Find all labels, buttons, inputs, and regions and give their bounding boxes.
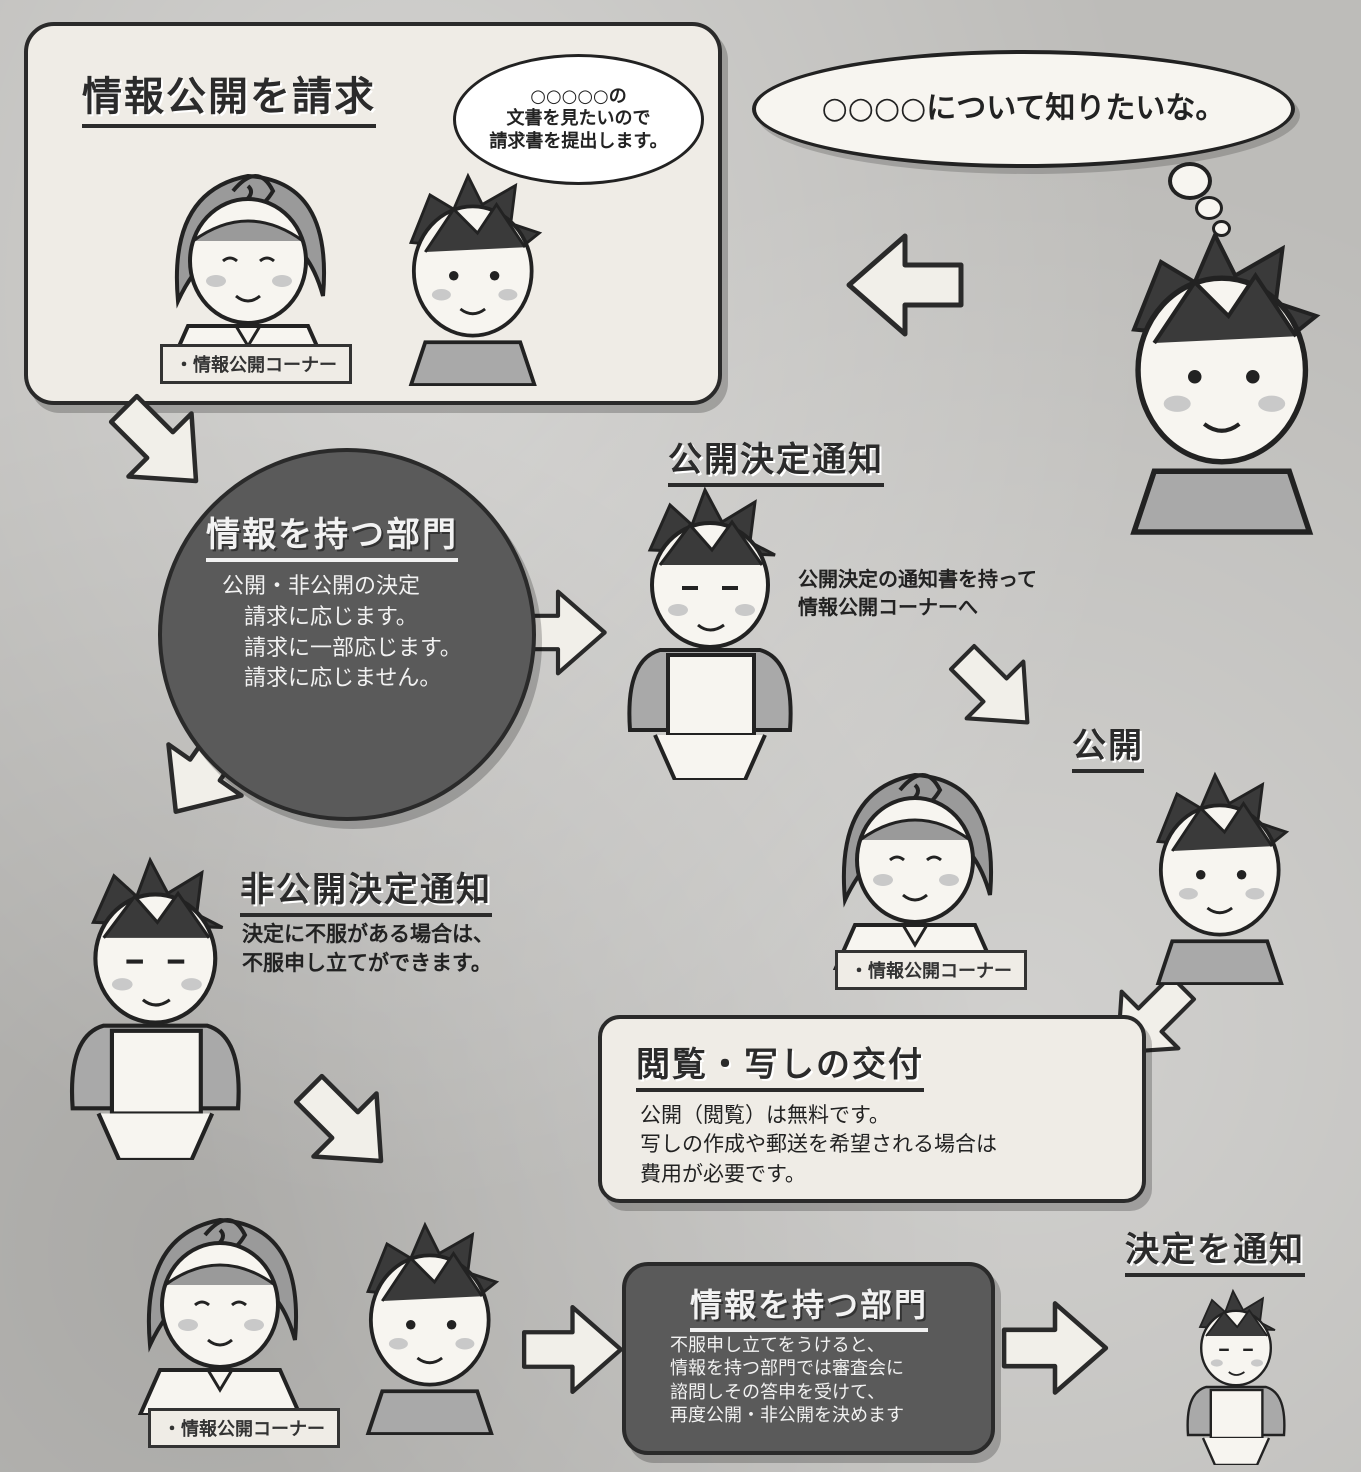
disclosure-notice-caption: 公開決定の通知書を持って 情報公開コーナーへ xyxy=(798,565,1037,621)
request-speech-line-2: 文書を見たいので xyxy=(506,108,651,130)
disclosure-notice-caption-line-1: 公開決定の通知書を持って xyxy=(798,567,1037,591)
viewing-text: 公開（閲覧）は無料です。 写しの作成や郵送を希望される場合は 費用が必要です。 xyxy=(640,1101,997,1189)
department-review-text: 不服申し立てをうけると、 情報を持つ部門では審査会に 諮問しその答申を受けて、 … xyxy=(670,1334,904,1428)
nondisclosure-notice-title: 非公開決定通知 xyxy=(240,862,492,917)
request-title: 情報公開を請求 xyxy=(82,64,376,128)
citizen-man-illustration xyxy=(373,156,563,386)
request-corner-label: ・情報公開コーナー xyxy=(160,344,352,384)
final-man-illustration xyxy=(1170,1285,1290,1465)
department-decision-line-3: 請求に一部応じます。 xyxy=(244,635,462,661)
man-with-notice-illustration xyxy=(600,480,800,780)
request-speech-bubble: ○○○○○の 文書を見たいので 請求書を提出します。 xyxy=(453,54,704,185)
department-decision-line-2: 請求に応じます。 xyxy=(244,604,418,630)
department-decision-line-1: 公開・非公開の決定 xyxy=(222,574,421,599)
disclosure-woman-illustration xyxy=(815,730,1015,970)
nondisclosure-notice-text: 決定に不服がある場合は、 不服申し立てができます。 xyxy=(242,920,494,979)
department-review-panel: 情報を持つ部門 不服申し立てをうけると、 情報を持つ部門では審査会に 諮問しその… xyxy=(622,1262,995,1455)
arrow-left-1 xyxy=(845,230,965,340)
disclosure-notice-caption-line-2: 情報公開コーナーへ xyxy=(798,595,978,619)
department-decision-line-4: 請求に応じません。 xyxy=(244,666,442,692)
viewing-panel: 閲覧・写しの交付 公開（閲覧）は無料です。 写しの作成や郵送を希望される場合は … xyxy=(598,1015,1146,1203)
thought-dot-large xyxy=(1168,162,1212,200)
viewing-line-1: 公開（閲覧）は無料です。 xyxy=(640,1103,890,1127)
thought-bubble: ○○○○について知りたいな。 xyxy=(752,50,1295,168)
request-panel: 情報公開を請求 ○○○○○の 文書を見たいので 請求書を提出します。 ・情報公開… xyxy=(24,22,722,405)
disclosure-corner-label: ・情報公開コーナー xyxy=(835,950,1027,990)
department-decision-circle: 情報を持つ部門 公開・非公開の決定 請求に応じます。 請求に一部応じます。 請求… xyxy=(158,448,536,821)
nondisclosure-line-1: 決定に不服がある場合は、 xyxy=(242,922,494,946)
department-decision-title: 情報を持つ部門 xyxy=(206,507,458,562)
appeal-woman-illustration xyxy=(120,1175,320,1415)
department-review-line-1: 不服申し立てをうけると、 xyxy=(670,1335,885,1356)
appeal-corner-label: ・情報公開コーナー xyxy=(148,1408,340,1448)
arrow-right-2 xyxy=(520,1302,625,1397)
arrow-right-3 xyxy=(1000,1298,1110,1398)
appeal-man-illustration xyxy=(330,1205,520,1435)
viewing-line-2: 写しの作成や郵送を希望される場合は xyxy=(640,1132,997,1157)
request-speech-line-1: ○○○○○の xyxy=(530,85,627,107)
thought-text: ○○○○について知りたいな。 xyxy=(821,91,1226,126)
department-review-line-3: 諮問しその答申を受けて、 xyxy=(670,1381,886,1403)
disclosure-notice-title: 公開決定通知 xyxy=(668,432,884,487)
man-with-nondisclosure-notice-illustration xyxy=(40,850,250,1160)
viewing-title: 閲覧・写しの交付 xyxy=(636,1037,924,1092)
disclosure-man-illustration xyxy=(1120,755,1310,985)
viewing-line-3: 費用が必要です。 xyxy=(640,1161,806,1186)
thought-dot-medium xyxy=(1195,196,1223,220)
final-notice-title: 決定を通知 xyxy=(1125,1222,1305,1277)
nondisclosure-line-2: 不服申し立てができます。 xyxy=(242,951,492,976)
department-review-line-4: 再度公開・非公開を決めます xyxy=(670,1405,904,1427)
staff-woman-illustration xyxy=(148,131,348,371)
request-speech-line-3: 請求書を提出します。 xyxy=(489,130,668,152)
thought-dot-small xyxy=(1212,220,1231,237)
disclosure-title: 公開 xyxy=(1072,718,1144,773)
department-review-title: 情報を持つ部門 xyxy=(690,1280,929,1332)
thinking-man-illustration xyxy=(1080,205,1350,535)
department-review-line-2: 情報を持つ部門では審査会に xyxy=(670,1358,904,1380)
department-decision-lines: 公開・非公開の決定 請求に応じます。 請求に一部応じます。 請求に応じません。 xyxy=(222,572,462,695)
